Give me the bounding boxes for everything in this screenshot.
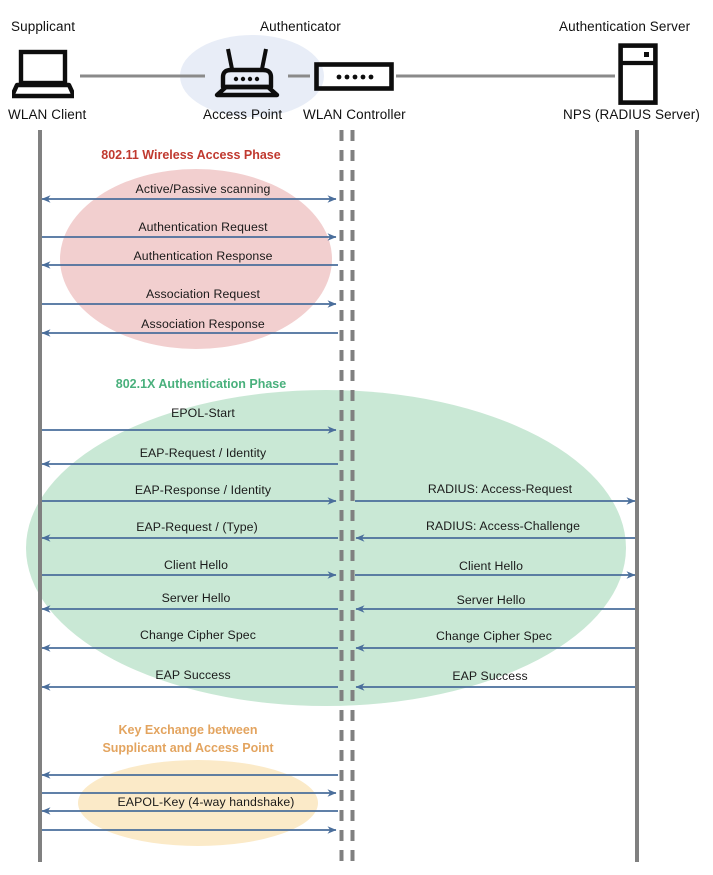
actor-caption-access-point: Access Point — [203, 107, 283, 122]
actor-title-auth-server: Authentication Server — [559, 19, 691, 34]
msg-label-association-request: Association Request — [145, 287, 261, 301]
dot1x-left-arrows — [41, 426, 338, 691]
phase-label-key-exchange-line2: Supplicant and Access Point — [102, 741, 274, 755]
actor-caption-nps-radius: NPS (RADIUS Server) — [563, 107, 700, 122]
msg-label-server-hello-left: Server Hello — [161, 591, 231, 605]
msg-label-eap-request-identity: EAP-Request / Identity — [139, 446, 267, 460]
msg-label-change-cipher-spec-left: Change Cipher Spec — [140, 628, 256, 642]
msg-label-client-hello-left: Client Hello — [163, 558, 229, 572]
msg-label-server-hello-right: Server Hello — [456, 593, 526, 607]
phase-label-wireless-access: 802.11 Wireless Access Phase — [101, 148, 281, 162]
msg-label-authentication-response: Authentication Response — [133, 249, 273, 263]
server-icon — [618, 43, 658, 105]
msg-label-eap-request-type: EAP-Request / (Type) — [136, 520, 258, 534]
wireless-phase-arrows — [41, 195, 338, 337]
actor-title-authenticator: Authenticator — [260, 19, 341, 34]
msg-label-eap-response-identity: EAP-Response / Identity — [134, 483, 272, 497]
actor-title-supplicant: Supplicant — [11, 19, 76, 34]
phase-label-key-exchange: Key Exchange between Supplicant and Acce… — [98, 721, 278, 757]
msg-label-radius-access-request: RADIUS: Access-Request — [427, 482, 573, 496]
msg-label-eap-success-left: EAP Success — [155, 668, 231, 682]
msg-label-association-response: Association Response — [141, 317, 265, 331]
phase-label-dot1x-auth: 802.1X Authentication Phase — [115, 377, 287, 391]
key-exchange-arrows — [41, 771, 338, 834]
dot1x-phase-ellipse — [26, 390, 626, 706]
msg-label-radius-access-challenge: RADIUS: Access-Challenge — [425, 519, 581, 533]
wireless-router-icon — [213, 47, 281, 103]
phase-label-key-exchange-line1: Key Exchange between — [118, 723, 258, 737]
msg-label-change-cipher-spec-right: Change Cipher Spec — [436, 629, 552, 643]
actor-caption-wlan-client: WLAN Client — [8, 107, 87, 122]
actor-caption-wlan-controller: WLAN Controller — [303, 107, 406, 122]
keyexchange-phase-ellipse — [78, 760, 318, 846]
msg-label-eap-success-right: EAP Success — [452, 669, 528, 683]
network-switch-icon — [314, 62, 394, 91]
msg-label-authentication-request: Authentication Request — [138, 220, 268, 234]
msg-label-active-passive-scanning: Active/Passive scanning — [135, 182, 271, 196]
msg-label-eapol-start: EPOL-Start — [171, 406, 235, 420]
msg-label-client-hello-right: Client Hello — [458, 559, 524, 573]
msg-label-eapol-key-handshake: EAPOL-Key (4-way handshake) — [117, 795, 295, 809]
dot1x-right-arrows — [355, 497, 636, 691]
